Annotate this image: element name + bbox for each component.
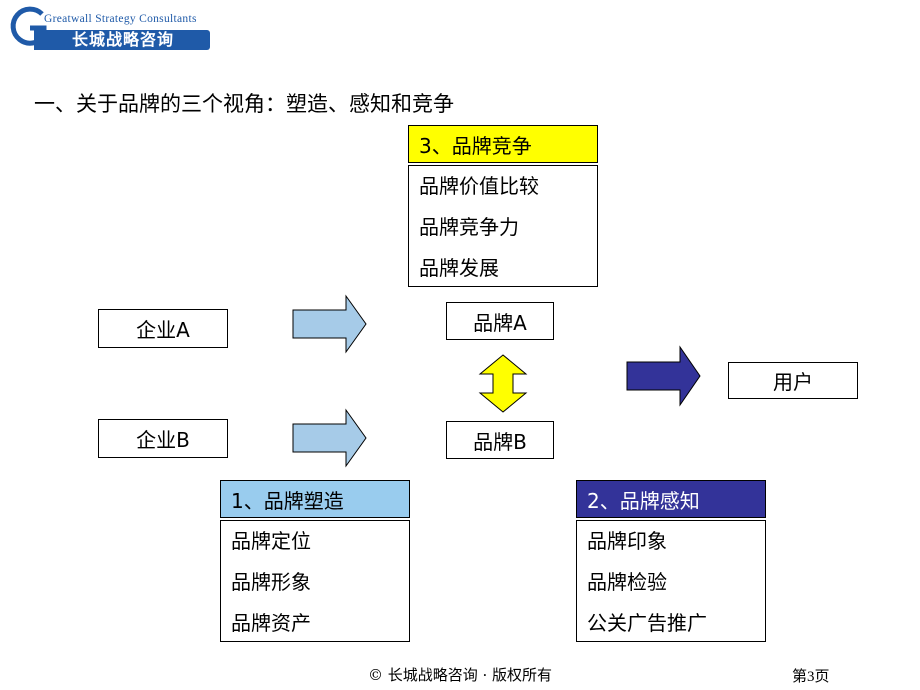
page-number: 第3页	[792, 669, 830, 685]
list-item: 公关广告推广	[587, 611, 707, 635]
slide-title: 一、关于品牌的三个视角：塑造、感知和竞争	[34, 92, 454, 116]
company-a-box: 企业A	[98, 309, 228, 348]
list-item: 品牌价值比较	[419, 174, 539, 198]
logo-bar	[34, 30, 210, 50]
brand-a-box: 品牌A	[446, 302, 554, 340]
perception-header: 2、品牌感知	[576, 480, 766, 518]
list-item: 品牌竞争力	[419, 215, 519, 239]
list-item: 品牌定位	[231, 529, 311, 553]
shaping-list: 品牌定位 品牌形象 品牌资产	[220, 520, 410, 642]
logo-english-name: Greatwall Strategy Consultants	[44, 13, 197, 25]
brand-b-box: 品牌B	[446, 421, 554, 459]
list-item: 品牌检验	[587, 570, 667, 594]
company-b-to-brand-arrow	[292, 408, 367, 468]
shaping-header: 1、品牌塑造	[220, 480, 410, 518]
competition-header: 3、品牌竞争	[408, 125, 598, 163]
logo-chinese-name: 长城战略咨询	[72, 30, 175, 49]
list-item: 品牌印象	[587, 529, 667, 553]
copyright-footer: © 长城战略咨询 · 版权所有	[367, 666, 553, 684]
list-item: 品牌形象	[231, 570, 311, 594]
brand-comparison-double-arrow	[478, 354, 528, 413]
brand-to-user-arrow	[626, 345, 701, 407]
company-a-to-brand-arrow	[292, 294, 367, 354]
company-b-box: 企业B	[98, 419, 228, 458]
perception-list: 品牌印象 品牌检验 公关广告推广	[576, 520, 766, 642]
company-logo: Greatwall Strategy Consultants 长城战略咨询	[8, 6, 238, 50]
user-box: 用户	[728, 362, 858, 399]
list-item: 品牌发展	[419, 256, 499, 280]
competition-list: 品牌价值比较 品牌竞争力 品牌发展	[408, 165, 598, 287]
list-item: 品牌资产	[231, 611, 311, 635]
